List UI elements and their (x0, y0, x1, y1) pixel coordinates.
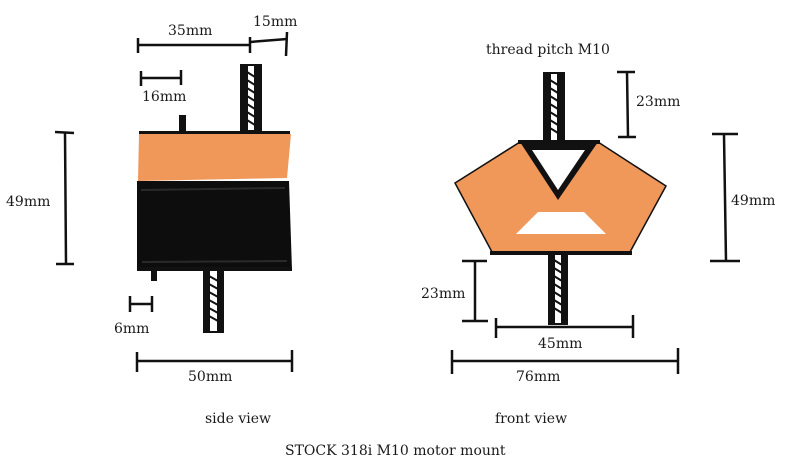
dim-label-50mm: 50mm (188, 369, 232, 385)
front-view-drawing (450, 70, 740, 374)
side-metal-body (137, 181, 292, 270)
front-bottom-stud (548, 253, 568, 325)
side-view-drawing (54, 31, 294, 372)
dim-label-front-49mm: 49mm (731, 193, 775, 209)
side-dimension-lines (54, 31, 294, 372)
front-trapezoid-insert (516, 212, 606, 234)
front-dimension-lines (450, 70, 740, 374)
side-top-stud (240, 64, 262, 132)
thread-pitch-note: thread pitch M10 (486, 42, 610, 58)
dim-label-side-49mm: 49mm (6, 194, 50, 210)
dim-label-76mm: 76mm (516, 369, 560, 385)
dim-label-6mm: 6mm (114, 321, 149, 337)
side-bottom-stud (203, 269, 224, 333)
front-top-stud (543, 72, 565, 142)
side-view-label: side view (205, 411, 271, 427)
dim-label-35mm: 35mm (168, 23, 212, 39)
dim-label-45mm: 45mm (538, 336, 582, 352)
dim-label-bottom-23mm: 23mm (421, 286, 465, 302)
dim-label-top-23mm: 23mm (636, 94, 680, 110)
side-pin (151, 269, 157, 281)
dim-label-16mm: 16mm (142, 89, 186, 105)
front-view-label: front view (495, 411, 567, 427)
side-rubber-block (138, 134, 291, 181)
diagram-caption: STOCK 318i M10 motor mount (285, 443, 506, 459)
side-top-tab (179, 115, 186, 137)
dim-label-15mm: 15mm (253, 14, 297, 30)
